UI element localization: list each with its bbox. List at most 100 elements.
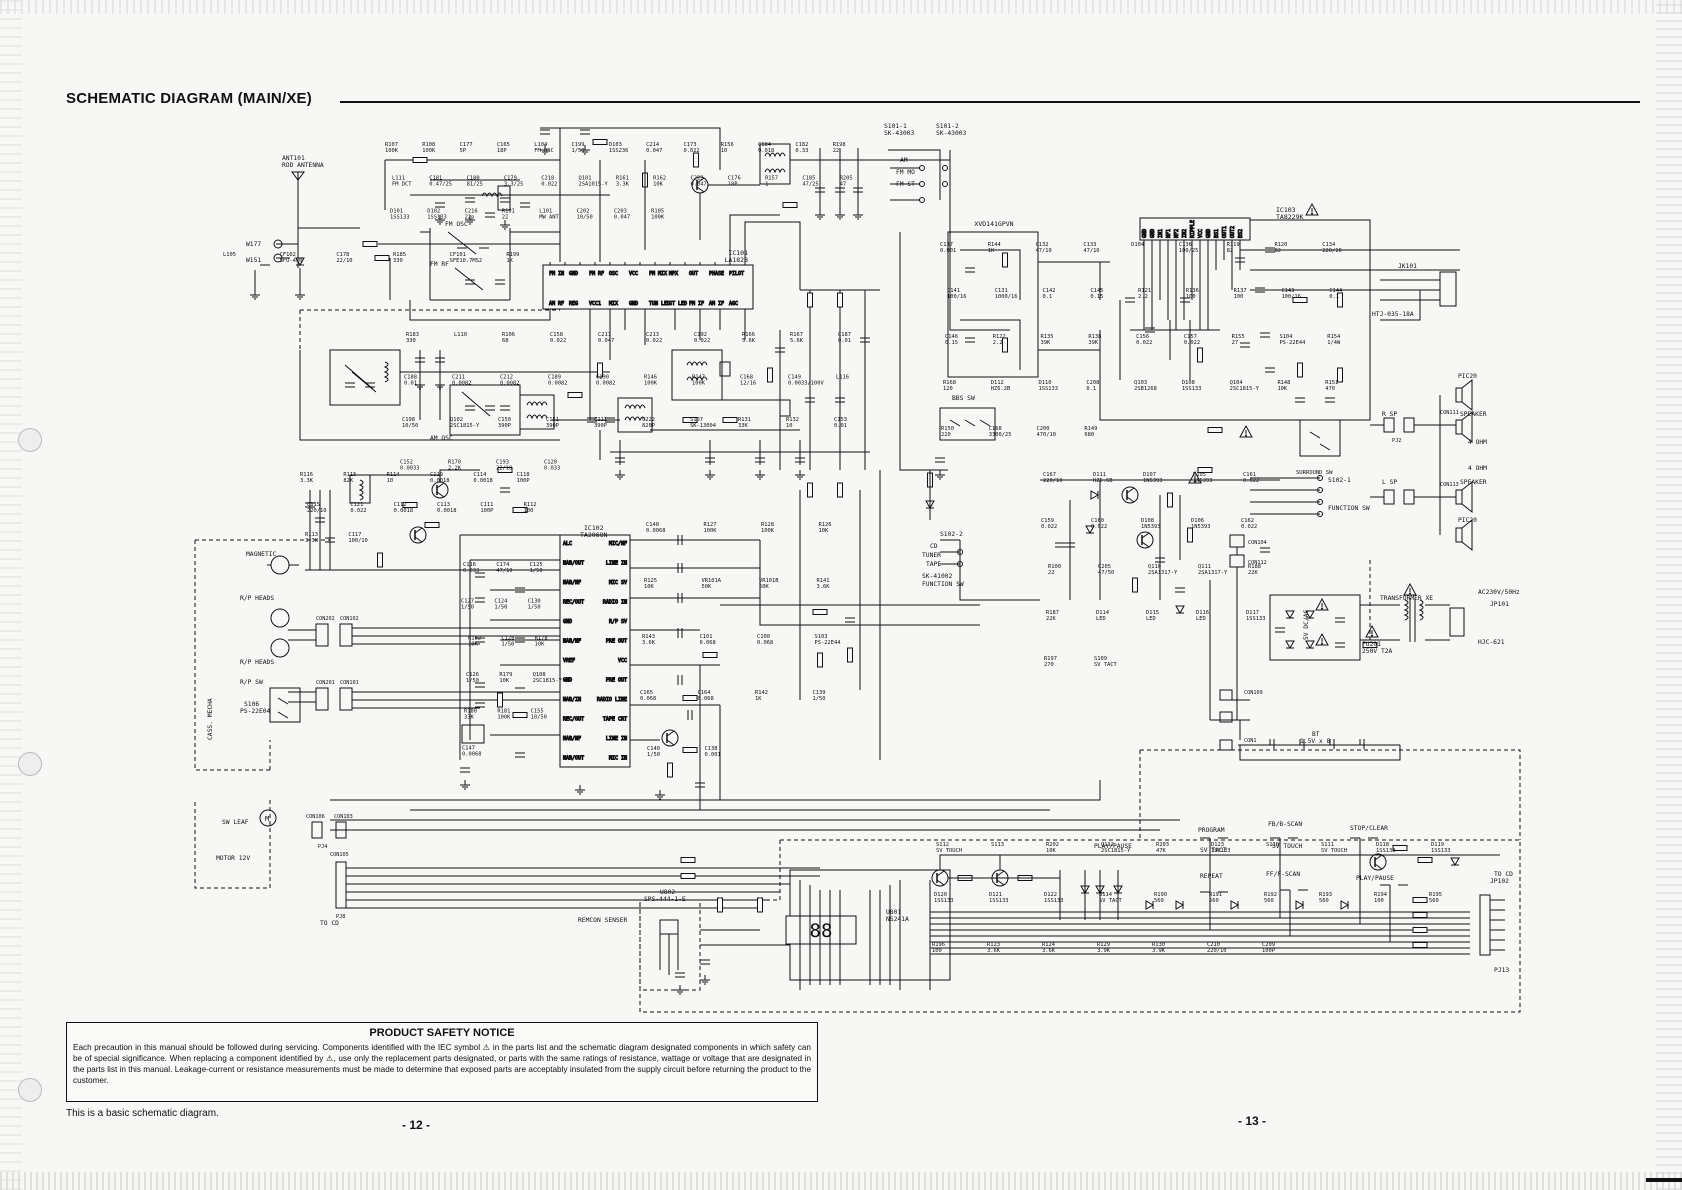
ic101-pin-label: TUN LED (649, 301, 670, 307)
pic-x1-label: PIC20 (1458, 517, 1477, 524)
connector-label: CON1 (1244, 738, 1257, 744)
ic102-pin-labels: ALCNAB/OUTNAB/NFREC/OUTGNDNAB/NFVREFGNDN… (563, 541, 628, 763)
s102-1-label: S102-1 (1328, 477, 1351, 484)
page-title: SCHEMATIC DIAGRAM (MAIN/XE) (66, 90, 312, 107)
connector-label: PJ4 (318, 844, 327, 850)
l-sp-label: L SP (1382, 479, 1397, 486)
ic101-pin-label: FM IF (689, 301, 704, 307)
ic102-pin-label: PRE OUT (606, 678, 627, 684)
stop-clear-label: STOP/CLEAR (1350, 825, 1388, 832)
power-switch-label: 5V DC/AC (1303, 609, 1310, 640)
seven-segment-display-icon (785, 915, 857, 945)
component-label: S110 (1266, 842, 1279, 848)
jack-part-label: HTJ-035-18A (1372, 311, 1414, 318)
connector-label: CON104 (1248, 540, 1267, 546)
ic101-pin-label: FM MIX (649, 271, 667, 277)
ic101-pin-label: AM RF (549, 301, 564, 307)
bbs-sw-label: BBS SW (952, 395, 975, 402)
ic102-pin-label: VREF (563, 658, 575, 664)
rp-heads-label-1: R/P HEADS (240, 595, 274, 602)
ic102-pin-label: GND (563, 619, 572, 625)
ohm-r-label: 4 OHM (1468, 439, 1487, 446)
ic103-pin-label: OUT1 (1222, 226, 1228, 238)
rp-heads-label-2: R/P HEADS (240, 659, 274, 666)
fb-scan-label: FB/B-SCAN (1268, 821, 1302, 828)
pic-x2-label: PIC20 (1458, 373, 1477, 380)
ic101-pin-label: PHASE (709, 271, 724, 277)
ic102-pin-label: LINE IN (606, 736, 627, 742)
ac-input-label: AC230V/50Hz (1478, 589, 1520, 596)
ic102-pin-label: MIC SV (609, 580, 627, 586)
program-label: PROGRAM (1198, 827, 1225, 834)
surround-sw-label: SURROUND SW (1296, 470, 1333, 476)
page-number-right: - 13 - (1238, 1114, 1267, 1128)
function-sw2-label: FUNCTION SW (922, 581, 964, 588)
component-label: S113 (991, 842, 1004, 848)
ic101-pin-label: REG (569, 301, 578, 307)
ic101-pin-label: AM IF (709, 301, 724, 307)
power-jack-label: HJC-621 (1478, 639, 1505, 646)
ic101-pin-label: MPX (669, 271, 678, 277)
ic103-pin-label: GND (1206, 229, 1212, 238)
component-label: L105 (223, 252, 236, 258)
ic102-pin-label: LINE IN (606, 561, 627, 567)
connector-label: CON105 (330, 852, 349, 858)
ic102-pin-label: REC/OUT (563, 600, 584, 606)
ic101-pin-label: ST LED (669, 301, 687, 307)
page-number-left: - 12 - (402, 1118, 431, 1132)
product-safety-notice: PRODUCT SAFETY NOTICE Each precaution in… (66, 1022, 818, 1102)
ic102-pin-label: R/P SV (609, 619, 627, 625)
ic103-pin-label: GND (1150, 229, 1156, 238)
w151-label: W151 (246, 257, 261, 264)
